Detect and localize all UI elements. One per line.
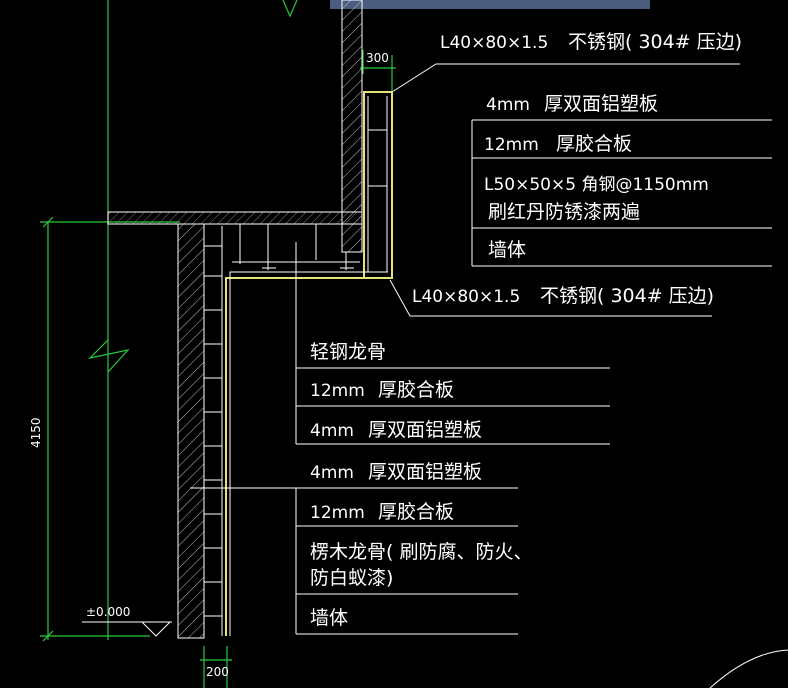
arc-fragment — [709, 649, 788, 688]
upright-layer-2-thickness: 12mm — [484, 135, 539, 155]
ceiling-layer-3-material: 厚双面铝塑板 — [368, 419, 482, 441]
upright-layer-1-material: 厚双面铝塑板 — [544, 93, 658, 115]
wall-layer-3-line1: 楞木龙骨( 刷防腐、防火、 — [310, 541, 532, 563]
upright-layer-2-material: 厚胶合板 — [556, 133, 632, 155]
wall-layer-3-line2: 防白蚁漆) — [310, 567, 393, 589]
top-trim-material: 不锈钢( 304# 压边) — [568, 31, 742, 53]
bottom-trim-spec: L40×80×1.5 — [412, 287, 520, 307]
dim-bottom-width: 200 — [206, 665, 229, 679]
dim-height: 4150 — [29, 417, 43, 448]
wall-layer-2-thickness: 12mm — [310, 503, 365, 523]
ceiling-layer-1-material: 轻钢龙骨 — [310, 341, 386, 363]
wall-panel — [203, 226, 388, 636]
wall-layer-4-material: 墙体 — [310, 607, 348, 629]
ceiling-layer-2-material: 厚胶合板 — [378, 379, 454, 401]
top-banner — [330, 0, 650, 9]
upright-layer-3-line2: 刷红丹防锈漆两遍 — [488, 201, 640, 223]
dim-top-width: 300 — [366, 51, 389, 65]
wall-layer-2-material: 厚胶合板 — [378, 501, 454, 523]
level-marker — [82, 621, 172, 637]
timber-battens — [204, 245, 222, 617]
upright-layer-4-material: 墙体 — [488, 239, 526, 261]
wall-layer-1-thickness: 4mm — [310, 463, 354, 483]
upright-layer-1-thickness: 4mm — [486, 95, 530, 115]
leader-lines — [190, 63, 772, 635]
ceiling-layer-3-thickness: 4mm — [310, 421, 354, 441]
top-trim-spec: L40×80×1.5 — [440, 33, 548, 53]
structure — [107, 0, 363, 639]
upright-frame — [363, 91, 393, 279]
upright-layer-3-line1: L50×50×5 角钢@1150mm — [484, 175, 709, 195]
wall-layer-1-material: 厚双面铝塑板 — [368, 461, 482, 483]
bottom-trim-material: 不锈钢( 304# 压边) — [540, 285, 714, 307]
ceiling-layer-2-thickness: 12mm — [310, 381, 365, 401]
dim-level: ±0.000 — [86, 605, 130, 619]
